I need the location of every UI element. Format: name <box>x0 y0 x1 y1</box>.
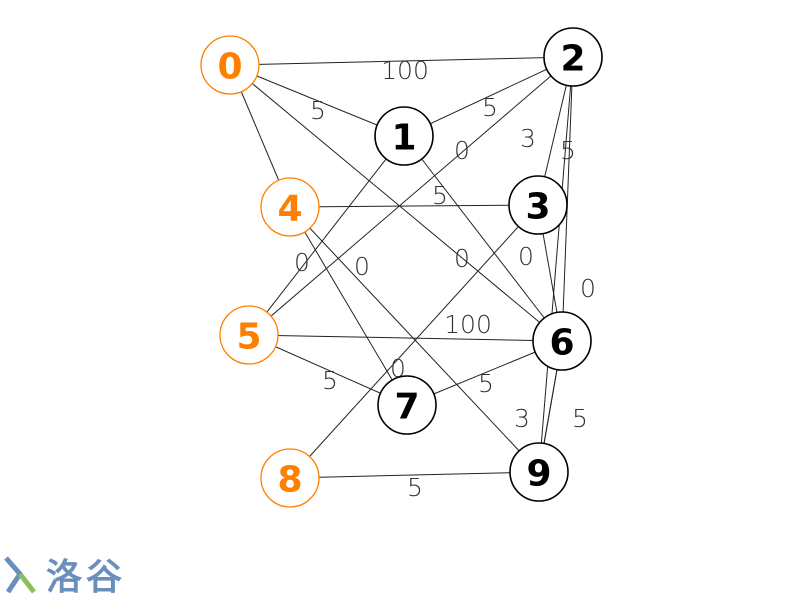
edge-8-3 <box>289 204 539 479</box>
edge-1-5 <box>248 135 405 336</box>
node-circle <box>543 27 603 87</box>
edge-8-9 <box>289 471 540 479</box>
edge-label-2-6: 0 <box>580 274 596 303</box>
node-label: 4 <box>277 189 302 230</box>
edge-label-0-6: 0 <box>454 244 470 273</box>
luogu-logo-icon <box>4 556 36 594</box>
node-label: 6 <box>549 323 574 364</box>
node-label: 9 <box>526 454 551 495</box>
node-4: 4 <box>260 177 320 237</box>
edge-label-8-9: 5 <box>407 473 423 502</box>
edge-2-6 <box>561 56 574 342</box>
node-label: 7 <box>394 387 419 428</box>
node-label: 1 <box>391 118 416 159</box>
node-2: 2 <box>543 27 603 87</box>
node-circle <box>532 311 592 371</box>
node-circle <box>374 106 434 166</box>
node-label: 5 <box>236 317 261 358</box>
edge-0-6 <box>229 64 563 342</box>
edge-label-9-6: 5 <box>572 404 588 433</box>
node-circle <box>219 305 279 365</box>
node-1: 1 <box>374 106 434 166</box>
node-6: 6 <box>532 311 592 371</box>
edge-4-7 <box>289 206 408 406</box>
edge-2-5 <box>248 56 574 336</box>
node-circle <box>200 35 260 95</box>
node-8: 8 <box>260 448 320 508</box>
edge-label-0-2: 100 <box>381 56 429 85</box>
edge-label-5-6: 100 <box>444 310 492 339</box>
node-label: 0 <box>217 47 242 88</box>
edge-label-1-2: 5 <box>482 93 498 122</box>
node-label: 3 <box>525 187 550 228</box>
edge-label-5-7: 5 <box>322 366 338 395</box>
edge-label-2-5: 0 <box>454 136 470 165</box>
node-circle <box>508 175 568 235</box>
node-5: 5 <box>219 305 279 365</box>
watermark: 洛谷 <box>0 548 126 600</box>
edge-1-6 <box>403 135 563 342</box>
nodes: 0 1 2 3 4 5 6 7 8 9 <box>200 27 603 508</box>
node-label: 8 <box>277 460 302 501</box>
edge-label-0-1: 5 <box>310 96 326 125</box>
edge-label-4-9: 0 <box>354 252 370 281</box>
node-circle <box>509 442 569 502</box>
edge-0-2 <box>229 56 574 66</box>
edge-1-2 <box>403 56 574 137</box>
edge-label-2-9: 5 <box>560 136 576 165</box>
edge-label-4-3: 5 <box>432 181 448 210</box>
watermark-text: 洛谷 <box>46 557 127 598</box>
edge-label-4-7: 0 <box>294 248 310 277</box>
edges <box>229 56 574 479</box>
node-circle <box>377 375 437 435</box>
node-label: 2 <box>560 39 585 80</box>
node-0: 0 <box>200 35 260 95</box>
edge-label-6-9: 3 <box>514 404 530 433</box>
edge-label-3-6: 0 <box>518 242 534 271</box>
node-circle <box>260 448 320 508</box>
edge-5-6 <box>248 334 563 342</box>
node-circle <box>260 177 320 237</box>
edge-0-1 <box>229 64 405 137</box>
edge-label-7-6: 5 <box>478 369 494 398</box>
node-7: 7 <box>377 375 437 435</box>
edge-4-9 <box>289 206 540 473</box>
edge-4-3 <box>289 204 539 208</box>
edge-2-9 <box>538 56 574 473</box>
node-9: 9 <box>509 442 569 502</box>
node-3: 3 <box>508 175 568 235</box>
edge-label-2-3: 3 <box>520 124 536 153</box>
